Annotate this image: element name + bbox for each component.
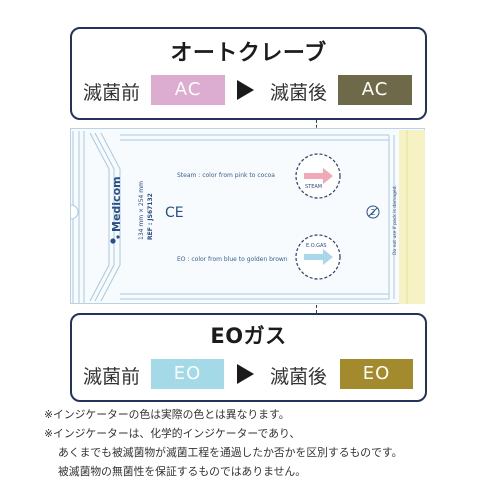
disclaimer-notes: ※インジケーターの色は実際の色とは異なります。 ※インジケーターは、化学的インジ… xyxy=(44,405,402,481)
eo-before-label: 滅菌前 xyxy=(83,366,141,388)
autoclave-row: 滅菌前 AC 滅菌後 AC xyxy=(72,75,425,105)
eo-indicator-text: EO : color from blue to golden brown xyxy=(177,256,288,263)
sterilization-pouch xyxy=(70,128,425,304)
pouch-warning-text: Do not use if pack is damaged. xyxy=(393,185,398,255)
eo-after-chip: EO xyxy=(340,359,413,389)
autoclave-panel: オートクレーブ 滅菌前 AC 滅菌後 AC xyxy=(70,27,427,120)
brand-logo-text: Medicom xyxy=(110,176,123,232)
note-line: ※インジケーターは、化学的インジケーターであり、 xyxy=(44,427,301,440)
eo-badge: E.O.GAS xyxy=(306,243,327,249)
autoclave-after-label: 滅菌後 xyxy=(270,82,328,104)
autoclave-after-chip: AC xyxy=(338,75,412,105)
autoclave-title: オートクレーブ xyxy=(170,41,327,66)
eo-after-label: 滅菌後 xyxy=(270,366,328,388)
eo-gas-title: EOガス xyxy=(210,324,287,348)
eo-before-chip: EO xyxy=(151,359,224,389)
note-line: あくまでも被滅菌物が滅菌工程を通過したか否かを区別するものです。 xyxy=(58,446,403,459)
autoclave-before-label: 滅菌前 xyxy=(83,82,141,104)
note-line: 被滅菌物の無菌性を保証するものではありません。 xyxy=(58,465,307,478)
eo-gas-row: 滅菌前 EO 滅菌後 EO xyxy=(72,359,425,389)
eo-gas-panel: EOガス 滅菌前 EO 滅菌後 EO xyxy=(70,313,427,402)
pouch-frame-graphic xyxy=(71,130,425,304)
arrow-right-icon xyxy=(237,80,254,100)
note-line: ※インジケーターの色は実際の色とは異なります。 xyxy=(44,408,290,421)
autoclave-before-chip: AC xyxy=(151,75,225,105)
ce-mark: CE xyxy=(165,205,184,221)
pouch-size-text: 134 mm × 254 mm xyxy=(138,181,145,240)
arrow-right-icon xyxy=(237,364,254,384)
steam-badge: STEAM xyxy=(305,184,323,190)
single-use-icon: 2 xyxy=(366,205,380,219)
pouch-ref-text: REF : JS67132 xyxy=(147,193,154,240)
steam-indicator-text: Steam : color from pink to cocoa xyxy=(177,172,275,179)
